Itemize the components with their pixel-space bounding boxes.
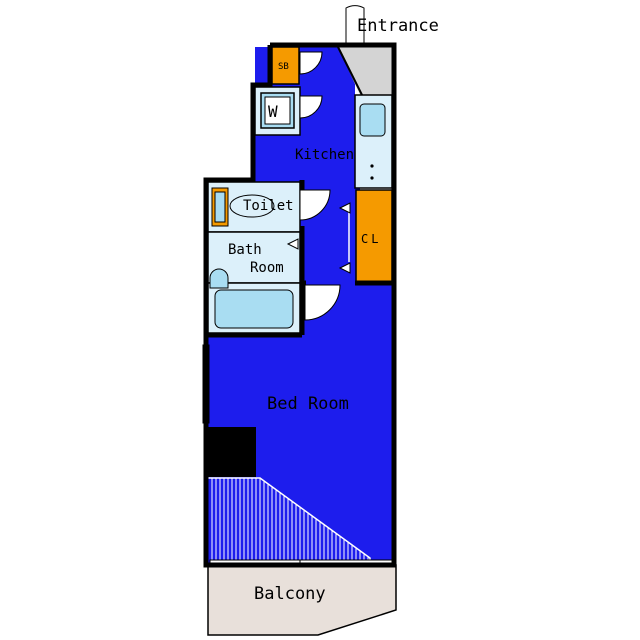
entrance-label: Entrance (357, 16, 439, 36)
toilet-label: Toilet (243, 198, 294, 214)
room-label: Room (250, 260, 284, 276)
toilet-bowl-icon (229, 194, 275, 218)
stair-steps (211, 478, 369, 560)
washer-label: W (268, 102, 278, 121)
walls (203, 42, 397, 568)
shoe-box-label: SB (278, 62, 289, 72)
closet-label: CL (361, 232, 381, 246)
bath-label: Bath (228, 242, 262, 258)
bathtub-icon (214, 289, 294, 329)
wash-basin-icon (209, 268, 229, 289)
kitchen-sink (359, 103, 386, 137)
stair-block (208, 427, 256, 477)
entrance-floor (338, 47, 392, 95)
stove-burner-icon (370, 176, 374, 180)
door-swings (286, 5, 365, 321)
bed-room-label: Bed Room (267, 394, 349, 414)
stove-burner-icon (370, 164, 374, 168)
balcony-label: Balcony (254, 584, 326, 604)
kitchen-label: Kitchen (295, 147, 354, 163)
